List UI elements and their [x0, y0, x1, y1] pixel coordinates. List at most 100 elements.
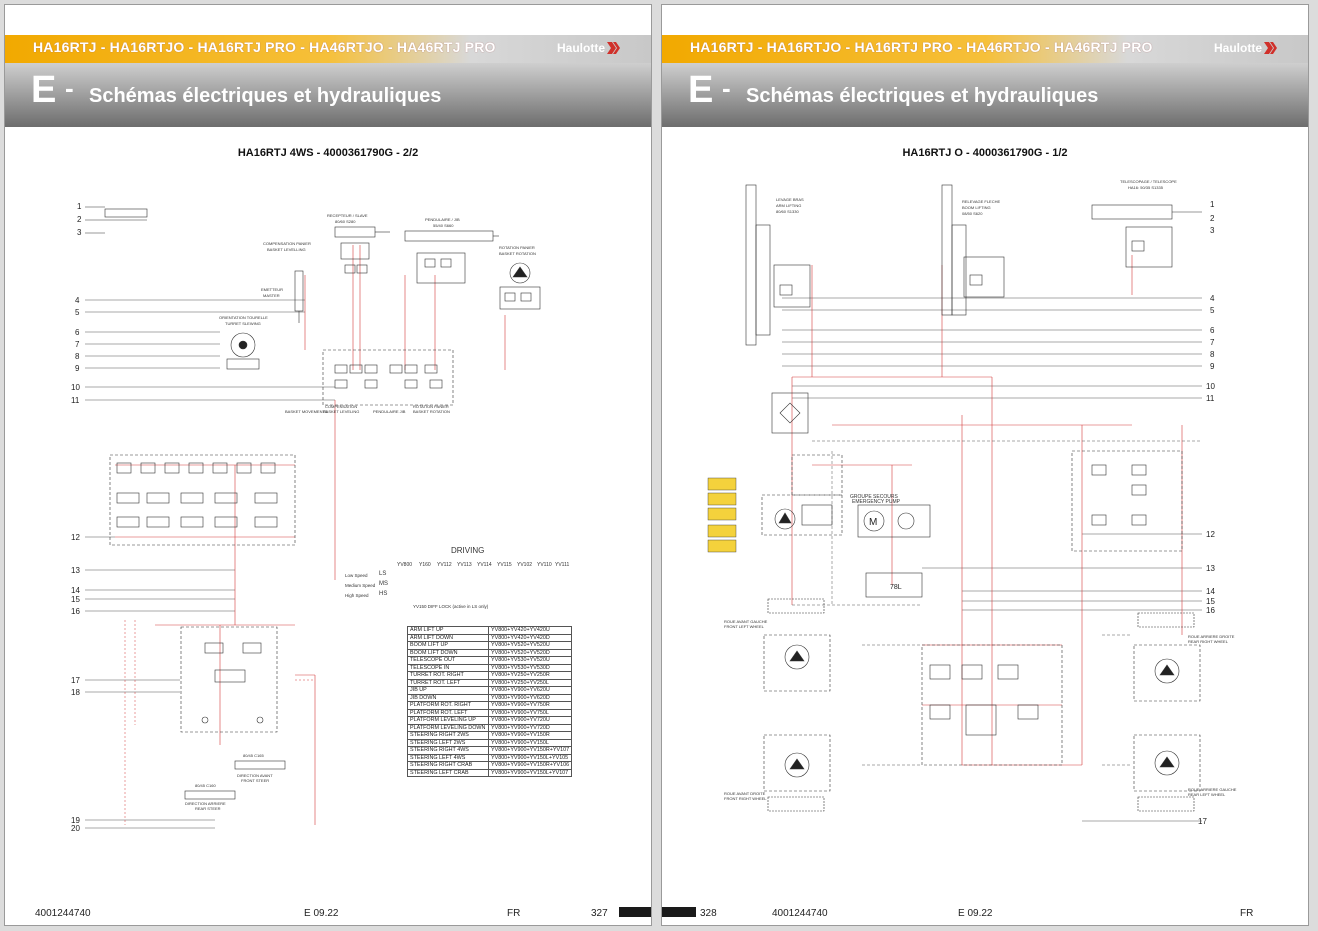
red-wires	[791, 255, 1183, 766]
driving-row-label: Low Speed	[345, 573, 368, 578]
function-name-cell: STEERING LEFT 4WS	[407, 753, 489, 762]
line-number: 8	[75, 352, 80, 361]
lower-valve-block	[180, 626, 278, 733]
svg-text:ARM LIFTING: ARM LIFTING	[776, 203, 801, 208]
line-number: 5	[1210, 306, 1215, 315]
line-number: 13	[1206, 564, 1215, 573]
section-title: Schémas électriques et hydrauliques	[89, 85, 442, 107]
driving-header-cell: YV800	[397, 562, 413, 568]
driving-note: YV150 DIFF LOCK (active in LS only)	[413, 604, 489, 609]
line-number: 19	[71, 816, 80, 825]
section-letter: E	[688, 69, 714, 111]
footer-language: FR	[507, 908, 521, 919]
driving-header-cell: YV114	[477, 562, 492, 568]
function-name-cell: STEERING LEFT CRAB	[407, 768, 489, 777]
hydraulic-schematic-right: 1 2 3 4 5 6 7 8 9 10 11 12 13 14 15 16 1…	[707, 179, 1237, 826]
dashed-wires	[792, 440, 1202, 766]
footer-page-number: 327	[591, 908, 608, 919]
function-valves-cell: YV800+YV900+YV620U	[487, 686, 573, 695]
function-valves-cell: YV800+YV250+YV250L	[487, 678, 573, 687]
svg-text:BASKET ROTATION: BASKET ROTATION	[413, 409, 450, 414]
footer-page-number: 328	[700, 908, 717, 919]
relevage-fleche-cylinder	[941, 184, 1005, 316]
svg-text:FRONT RIGHT WHEEL: FRONT RIGHT WHEEL	[724, 796, 767, 801]
svg-text:COMPENSATION PANIER: COMPENSATION PANIER	[263, 241, 311, 246]
section-dash: -	[65, 73, 74, 103]
function-name-cell: TELESCOPE IN	[407, 663, 489, 672]
function-name-cell: TELESCOPE OUT	[407, 656, 489, 665]
svg-text:80/60 S280: 80/60 S280	[335, 219, 356, 224]
rear-left-label: ROUE ARRIERE GAUCHE REAR LEFT WHEEL	[1188, 787, 1237, 797]
rotation-label: ROTATION PANIER BASKET ROTATION	[499, 245, 536, 256]
wheel-rear-right	[1133, 612, 1201, 702]
model-header-bar: HA16RTJ - HA16RTJO - HA16RTJ PRO - HA46R…	[662, 35, 1308, 63]
orientation-label: ORIENTATION TOURELLE TURRET SLEWING	[219, 315, 268, 326]
function-valves-cell: YV800+YV520+YV520U	[487, 641, 573, 650]
direction-labels: 80/45 C165 DIRECTION AVANT FRONT STEER 8…	[185, 753, 273, 811]
line-number: 8	[1210, 350, 1215, 359]
section-dash: -	[722, 73, 731, 103]
function-name-cell: PLATFORM ROT. LEFT	[407, 708, 489, 717]
svg-text:DIRECTION AVANT: DIRECTION AVANT	[237, 773, 273, 778]
svg-text:80/45 C165: 80/45 C165	[243, 753, 264, 758]
line-number: 3	[77, 228, 82, 237]
line-number: 6	[1210, 326, 1215, 335]
line-number: 14	[71, 586, 80, 595]
function-name-cell: PLATFORM LEVELING UP	[407, 716, 489, 725]
function-valves-cell: YV800+YV900+YV750R	[487, 701, 573, 710]
driving-row-code: LS	[379, 571, 387, 577]
recepteur-cylinder	[334, 226, 390, 274]
line-number: 11	[1206, 394, 1215, 403]
svg-text:TURRET SLEWING: TURRET SLEWING	[225, 321, 261, 326]
svg-text:BOOM LIFTING: BOOM LIFTING	[962, 205, 991, 210]
brand-logo: Haulotte	[557, 41, 605, 55]
line-number: 10	[71, 383, 80, 392]
line-number-markers: 1 2 3 4 5 6 7 8 9 10 11 12 13 14 15 16 1…	[1198, 200, 1215, 826]
svg-text:RELEVAGE FLECHE: RELEVAGE FLECHE	[962, 199, 1000, 204]
right-valve-block	[1071, 450, 1183, 552]
svg-text:ROTATION PANIER: ROTATION PANIER	[413, 404, 449, 409]
svg-text:BASKET ROTATION: BASKET ROTATION	[499, 251, 536, 256]
function-valves-cell: YV800+YV900+YV750L	[487, 708, 573, 717]
levage-bras-label: LEVAGE BRAS ARM LIFTING 80/60 S1330	[776, 197, 804, 214]
groupe-secours-label: GROUPE SECOURS EMERGENCY PUMP	[850, 494, 901, 505]
svg-text:RECEPTEUR / SLAVE: RECEPTEUR / SLAVE	[327, 213, 368, 218]
emetteur-cylinder	[294, 270, 304, 323]
svg-text:55/40 S660: 55/40 S660	[433, 223, 454, 228]
model-list: HA16RTJ - HA16RTJO - HA16RTJ PRO - HA46R…	[690, 39, 1153, 55]
manual-page-left: HA16RTJ - HA16RTJO - HA16RTJ PRO - HA46R…	[4, 4, 652, 926]
line-number: 7	[75, 340, 80, 349]
function-valves-cell: YV800+YV900+YV150R+YV107	[487, 746, 573, 755]
section-title: Schémas électriques et hydrauliques	[746, 85, 1099, 107]
svg-text:08/50 S620: 08/50 S620	[962, 211, 983, 216]
svg-text:ROUE ARRIERE DROITE: ROUE ARRIERE DROITE	[1188, 634, 1235, 639]
telescopage-label: TELESCOPAGE / TELESCOPE HA16: 50/35 S133…	[1120, 179, 1177, 190]
svg-text:REAR LEFT WHEEL: REAR LEFT WHEEL	[1188, 792, 1226, 797]
line-number: 9	[75, 364, 80, 373]
front-left-label: ROUE AVANT GAUCHE FRONT LEFT WHEEL	[724, 619, 768, 629]
filter-cluster	[771, 392, 809, 434]
function-valves-cell: YV800+YV900+YV720U	[487, 716, 573, 725]
function-valves-cell: YV800+YV900+YV150R	[487, 731, 573, 740]
function-name-cell: BOOM LIFT UP	[407, 641, 489, 650]
footer-page-tab	[662, 907, 696, 917]
svg-text:TELESCOPAGE / TELESCOPE: TELESCOPAGE / TELESCOPE	[1120, 179, 1177, 184]
line-number: 4	[1210, 294, 1215, 303]
function-valves-cell: YV800+YV420+YV420U	[487, 626, 573, 635]
line-number: 2	[77, 215, 82, 224]
svg-text:BASKET LEVELLING: BASKET LEVELLING	[267, 247, 306, 252]
svg-text:HA16: 50/35 S1335: HA16: 50/35 S1335	[1128, 185, 1164, 190]
line-number: 17	[1198, 817, 1207, 826]
svg-text:BASKET MOVEMENTS: BASKET MOVEMENTS	[285, 409, 328, 414]
function-name-cell: BOOM LIFT DOWN	[407, 648, 489, 657]
